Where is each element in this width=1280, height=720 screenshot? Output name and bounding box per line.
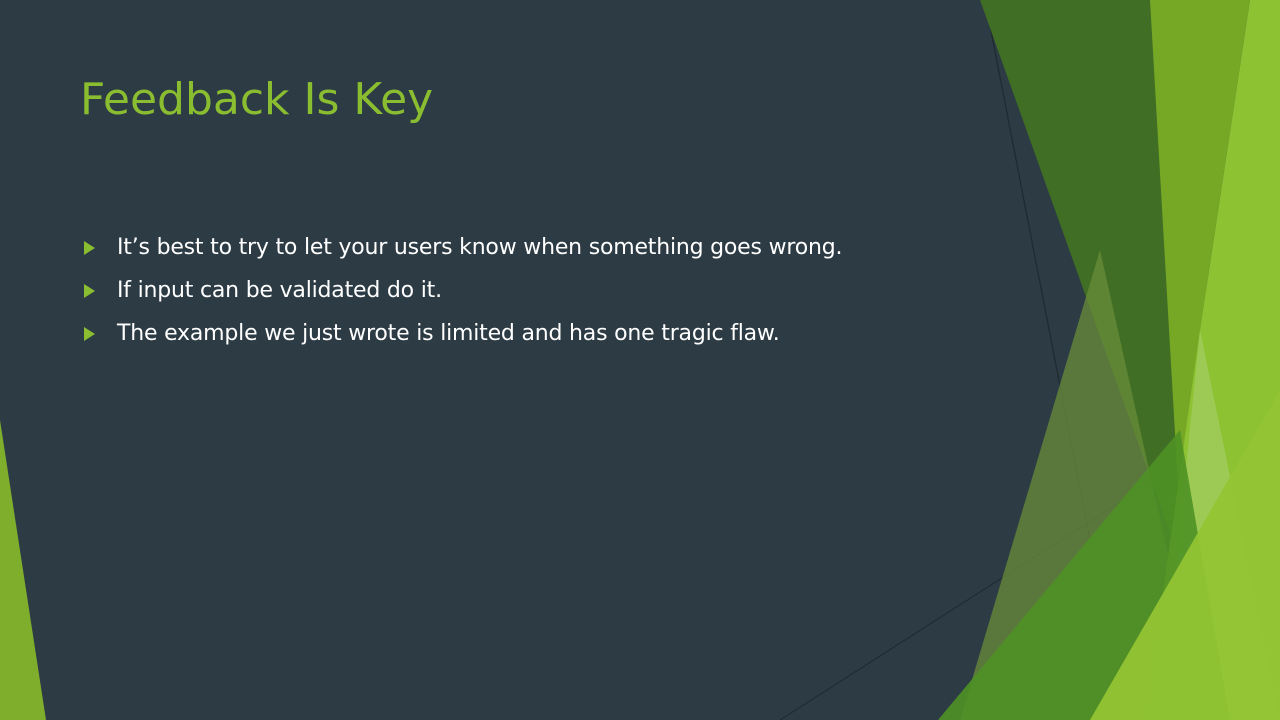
medium-green-shard <box>1150 0 1250 520</box>
bullet-item: If input can be validated do it. <box>80 269 842 312</box>
triangle-right-icon <box>84 283 95 298</box>
bullet-text: If input can be validated do it. <box>117 278 442 303</box>
triangle-right-icon <box>84 240 95 255</box>
left-green-shard <box>0 420 46 720</box>
bullet-list: It’s best to try to let your users know … <box>80 226 842 355</box>
bullet-item: It’s best to try to let your users know … <box>80 226 842 269</box>
slide-title: Feedback Is Key <box>80 74 434 125</box>
bullet-item: The example we just wrote is limited and… <box>80 312 842 355</box>
bottom-bright-shard <box>1090 390 1280 720</box>
bullet-text: It’s best to try to let your users know … <box>117 235 843 260</box>
triangle-right-icon <box>84 326 95 341</box>
bullet-text: The example we just wrote is limited and… <box>117 321 780 346</box>
